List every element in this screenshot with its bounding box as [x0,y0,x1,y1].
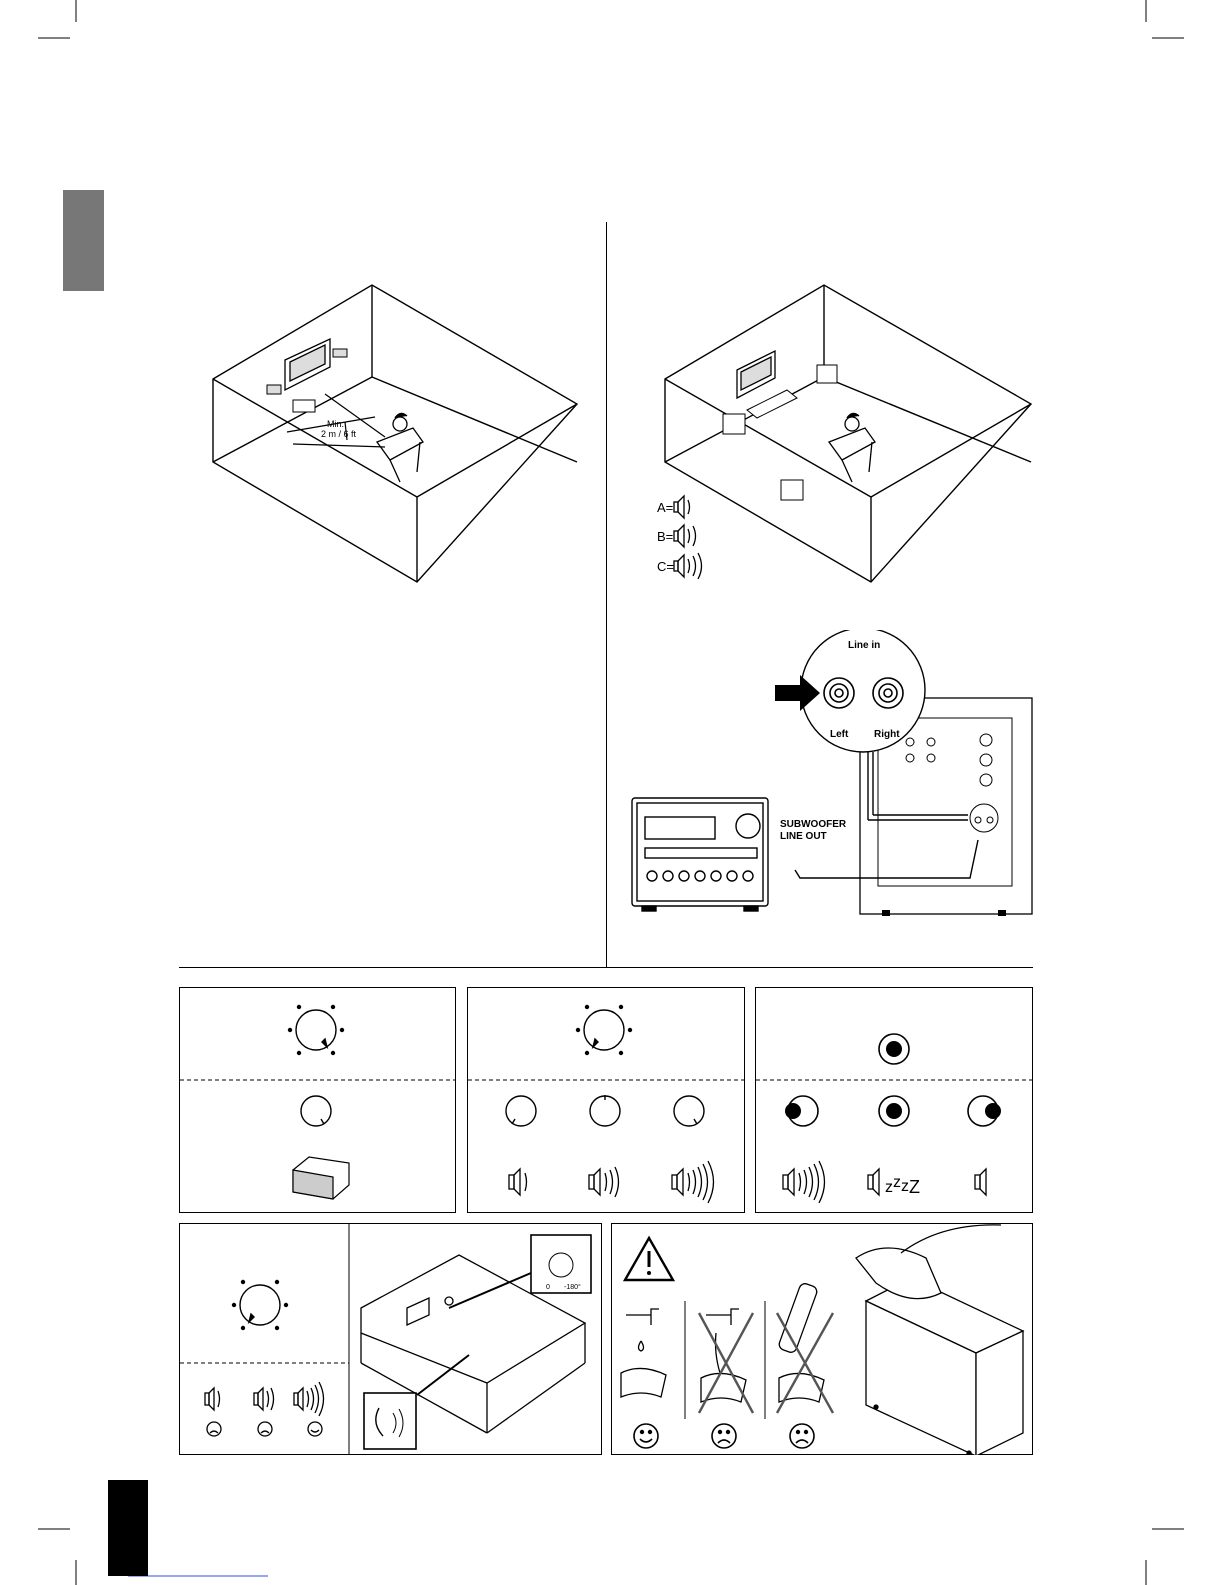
distance-label: 2 m / 6 ft [321,429,357,439]
volume-low-icon [509,1169,527,1195]
svg-text:z: z [893,1174,901,1191]
language-tab [63,190,104,291]
sub-out-label: SUBWOOFER [780,819,847,830]
svg-text:Z: Z [909,1177,920,1197]
vertical-divider [606,222,607,967]
switch-right-icon [968,1096,1001,1126]
phase-tick-180: -180° [564,1283,581,1291]
sad-face-icon [712,1424,736,1448]
room-speakers-illustration: A= B= C= [657,282,1039,587]
sub-out-label: LINE OUT [780,831,827,842]
speaker-icon [267,385,281,394]
tv-stand-icon [747,390,797,418]
phase-detail-inset: 0 -180° [531,1235,591,1293]
knob-icon [301,1096,331,1126]
line-in-label: Line in [848,640,880,651]
sad-face-icon [258,1422,272,1436]
volume-mid-icon [589,1167,619,1197]
knob-icon [674,1096,704,1126]
speaker-sleep-icon [868,1169,879,1195]
sad-face-icon [207,1422,221,1436]
volume-mute-icon [975,1169,986,1195]
horizontal-divider [179,967,1033,968]
left-label: Left [830,729,849,740]
faucet-running-icon [706,1309,739,1373]
line-in-right-jack [873,678,903,708]
crossover-box [467,987,745,1213]
volume-high-icon [783,1161,825,1203]
warning-icon [625,1238,673,1280]
switch-left-icon [785,1096,818,1126]
knob-icon [590,1095,620,1126]
volume-knob-icon [289,1006,344,1055]
phase-knob-icon [233,1281,288,1330]
volume-box [179,987,456,1213]
switch-center-icon [879,1096,909,1126]
subwoofer-icon [781,480,803,500]
volume-high-icon [672,1161,714,1203]
receiver-icon [632,798,768,911]
svg-text:z: z [885,1179,893,1196]
speaker-icon [333,349,347,357]
cloth-icon [621,1368,666,1397]
distance-label: Min. [327,419,344,429]
subwoofer-unit-icon [293,1157,349,1199]
right-label: Right [874,729,900,740]
water-drop-icon [639,1341,644,1351]
svg-text:z: z [901,1178,909,1195]
ear-listening-icon [364,1393,416,1449]
care-box [611,1223,1033,1455]
room-placement-illustration: Min. 2 m / 6 ft [205,282,585,587]
page-number-tab [108,1480,148,1576]
volume-low-icon [205,1388,220,1410]
speaker-icon [293,400,315,412]
tv-icon [737,351,775,398]
phase-box: 0 -180° [179,1223,602,1455]
phase-tick-0: 0 [546,1284,550,1291]
volume-high-icon [294,1382,324,1416]
faucet-icon [626,1309,659,1325]
legend-a-label: A= [657,500,673,515]
legend-b-label: B= [657,529,673,544]
legend-c-label: C= [657,559,674,574]
volume-mid-icon [254,1388,274,1410]
happy-face-icon [308,1422,322,1436]
listener-icon [377,413,423,482]
spray-bottle-icon [778,1282,819,1354]
tv-icon [285,339,330,390]
volume-mid-icon [674,525,696,547]
volume-high-icon [674,553,702,579]
happy-face-icon [634,1424,658,1448]
volume-low-icon [674,496,690,518]
knob-icon [506,1096,536,1126]
switch-icon [879,1034,909,1064]
sad-face-icon [790,1424,814,1448]
subwoofer-icon [723,414,745,434]
connection-diagram: Line in Left Right SUBWOOFER LINE OUT [620,630,1040,925]
subwoofer-icon [817,365,837,383]
listener-icon [829,413,875,482]
crossover-knob-icon [577,1006,632,1055]
line-in-left-jack [824,678,854,708]
subwoofer-cleaning-illustration [856,1225,1023,1455]
